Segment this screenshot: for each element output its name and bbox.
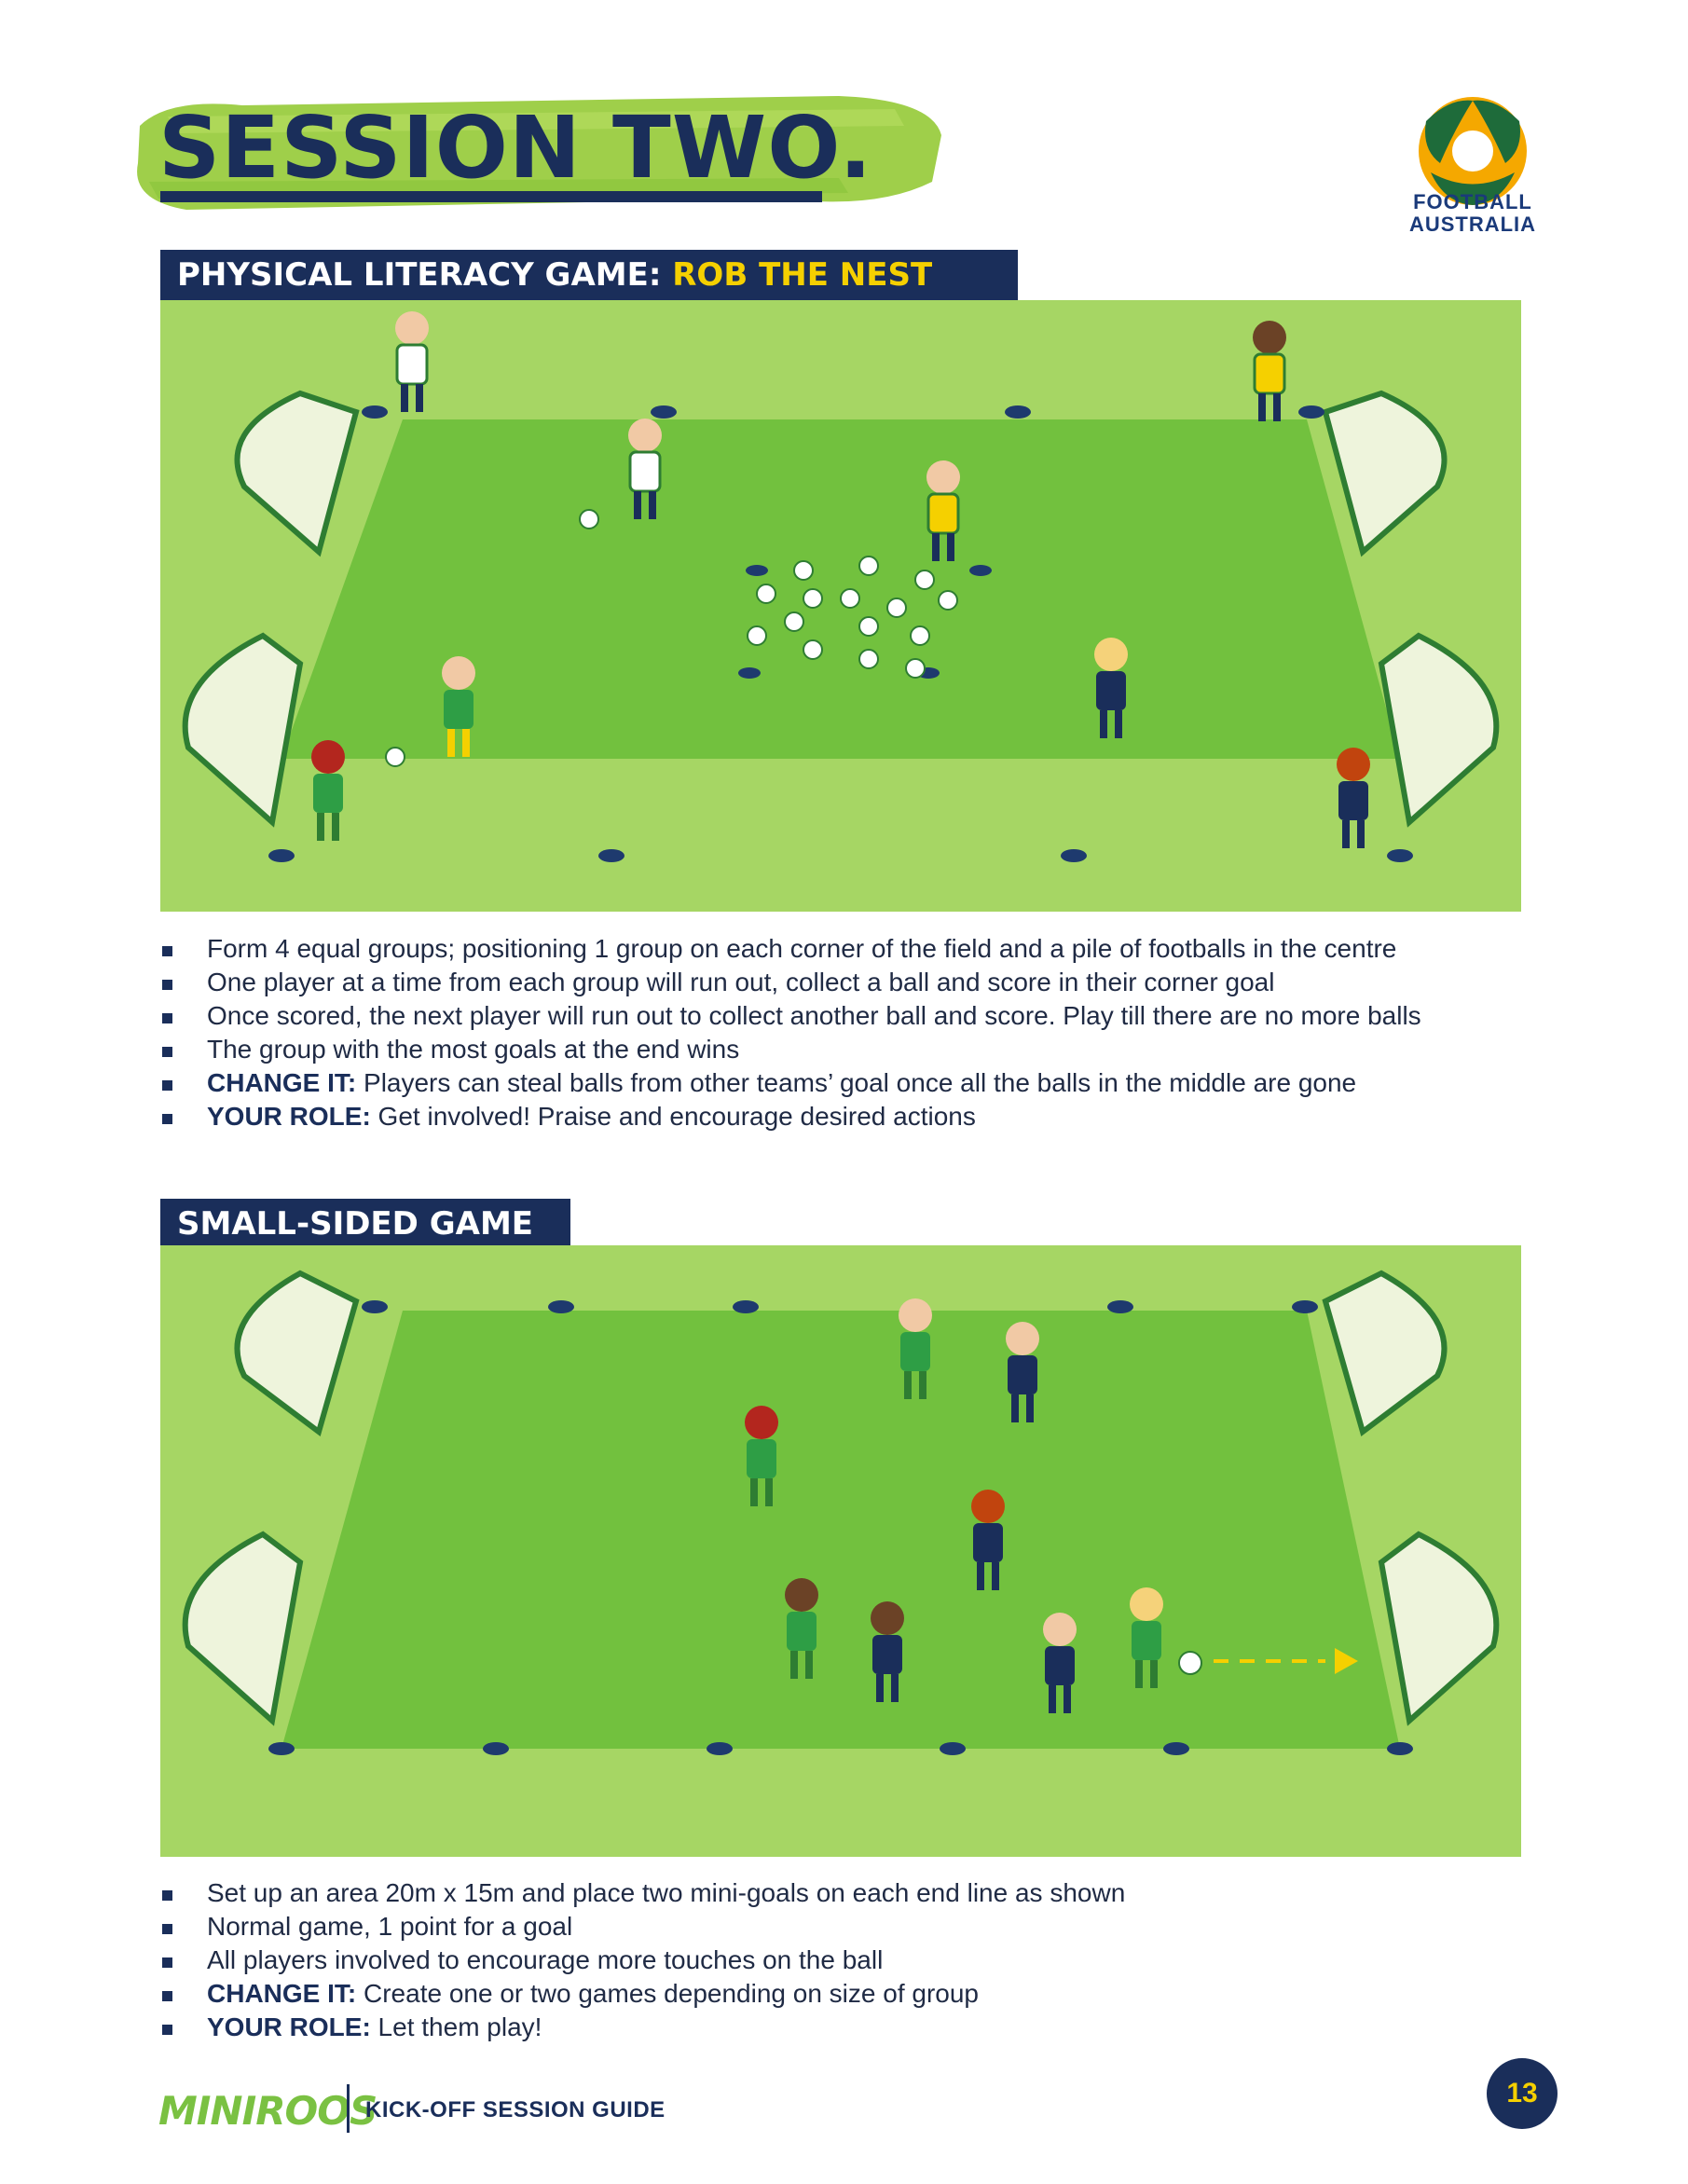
player (871, 1601, 904, 1702)
list-item: YOUR ROLE: Let them play! (160, 2011, 1521, 2044)
small-sided-game-diagram (160, 1245, 1521, 1857)
goal-bottom-right (1378, 632, 1500, 828)
goal-top-right (1322, 1270, 1448, 1437)
list-item: CHANGE IT: Players can steal balls from … (160, 1066, 1521, 1100)
footer-divider (347, 2084, 350, 2133)
player (1006, 1322, 1039, 1422)
section-heading-rob-the-nest: PHYSICAL LITERACY GAME: ROB THE NEST (160, 250, 1018, 300)
player (1094, 638, 1128, 738)
list-item: Form 4 equal groups; positioning 1 group… (160, 932, 1521, 966)
miniroos-logo: MINIROOS (158, 2088, 377, 2134)
list-item: YOUR ROLE: Get involved! Praise and enco… (160, 1100, 1521, 1133)
player (899, 1298, 932, 1399)
section-heading-small-sided-game: SMALL-SIDED GAME (160, 1199, 570, 1249)
heading-highlight: ROB THE NEST (672, 256, 933, 294)
page-number: 13 (1487, 2058, 1558, 2129)
list-item: Set up an area 20m x 15m and place two m… (160, 1876, 1521, 1910)
footer-guide-title: KICK-OFF SESSION GUIDE (365, 2097, 666, 2122)
list-item: The group with the most goals at the end… (160, 1033, 1521, 1066)
football (1178, 1651, 1202, 1675)
player (628, 419, 662, 519)
player (1337, 748, 1370, 848)
cones (268, 1300, 1413, 1755)
goal-top-left (234, 390, 360, 557)
rob-the-nest-diagram (160, 300, 1521, 912)
heading-prefix: PHYSICAL LITERACY GAME: (177, 256, 673, 294)
small-sided-game-instructions: Set up an area 20m x 15m and place two m… (160, 1876, 1521, 2044)
goal-bottom-right (1378, 1531, 1500, 1726)
player (1043, 1613, 1077, 1713)
football-pile (385, 509, 958, 767)
football-australia-logo (1419, 97, 1527, 205)
pitch-illustration (182, 1270, 1500, 1755)
list-item: CHANGE IT: Create one or two games depen… (160, 1977, 1521, 2011)
player (1253, 321, 1286, 421)
player (311, 740, 345, 841)
list-item: Normal game, 1 point for a goal (160, 1910, 1521, 1944)
inner-field (281, 1311, 1400, 1749)
goal-top-left (234, 1270, 360, 1437)
cones (268, 405, 1413, 862)
player (395, 311, 429, 412)
player (971, 1490, 1005, 1590)
logo-wordmark: FOOTBALL AUSTRALIA (1389, 191, 1557, 236)
player (1130, 1587, 1163, 1688)
title-underline (160, 191, 822, 202)
logo-text-line2: AUSTRALIA (1408, 213, 1537, 236)
list-item: Once scored, the next player will run ou… (160, 999, 1521, 1033)
player (926, 460, 960, 561)
arrow-head (1335, 1648, 1358, 1674)
goal-bottom-left (182, 632, 304, 828)
list-item: All players involved to encourage more t… (160, 1944, 1521, 1977)
player (745, 1406, 778, 1506)
player (785, 1578, 818, 1679)
player (442, 656, 475, 757)
rob-the-nest-instructions: Form 4 equal groups; positioning 1 group… (160, 932, 1521, 1133)
logo-text-line1: FOOTBALL (1413, 190, 1532, 213)
goal-top-right (1322, 390, 1448, 557)
pitch-illustration (182, 311, 1500, 862)
page-title: SESSION TWO. (158, 98, 873, 198)
list-item: One player at a time from each group wil… (160, 966, 1521, 999)
goal-bottom-left (182, 1531, 304, 1726)
